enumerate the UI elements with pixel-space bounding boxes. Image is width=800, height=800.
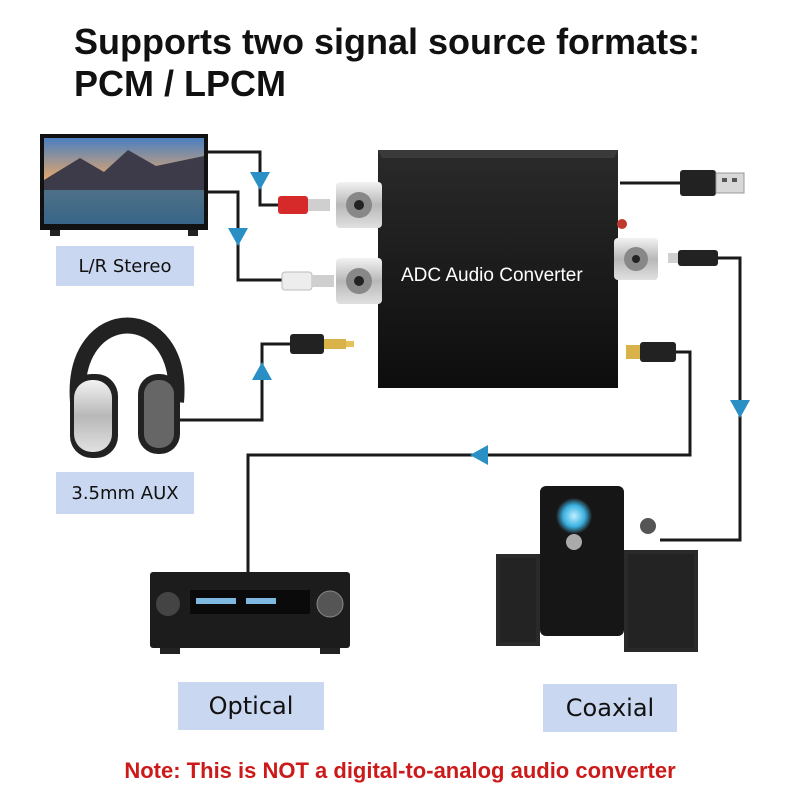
optical-cable (246, 350, 692, 572)
adc-converter-box: ADC Audio Converter (336, 150, 658, 388)
arrow-icon (250, 172, 270, 190)
coax-plug-icon (668, 250, 718, 266)
warning-note: Note: This is NOT a digital-to-analog au… (124, 758, 676, 783)
title-line-1: Supports two signal source formats: (74, 21, 701, 62)
aux-plug-icon (290, 334, 354, 354)
arrows (228, 172, 750, 465)
headphone-cable (180, 342, 290, 422)
rca-plug-red (278, 196, 330, 214)
cables (180, 150, 742, 572)
arrow-icon (252, 362, 272, 380)
rca-plug-white (281, 271, 334, 291)
av-receiver-icon (150, 572, 350, 654)
tv-icon (40, 134, 208, 236)
label-aux: 3.5mm AUX (56, 472, 194, 514)
title-line-2: PCM / LPCM (74, 63, 286, 104)
tv-cable-red (206, 150, 278, 207)
speaker-system-icon (496, 486, 698, 652)
adc-device-label: ADC Audio Converter (401, 265, 583, 286)
arrow-icon (730, 400, 750, 418)
coax-cable (660, 256, 742, 542)
label-coaxial: Coaxial (543, 684, 677, 732)
label-optical: Optical (178, 682, 324, 730)
label-lr-stereo: L/R Stereo (56, 246, 194, 286)
arrow-icon (228, 228, 248, 246)
arrow-icon (470, 445, 488, 465)
usb-plug-icon (680, 170, 745, 196)
headphones-icon (69, 317, 185, 458)
optical-plug-icon (626, 342, 676, 362)
